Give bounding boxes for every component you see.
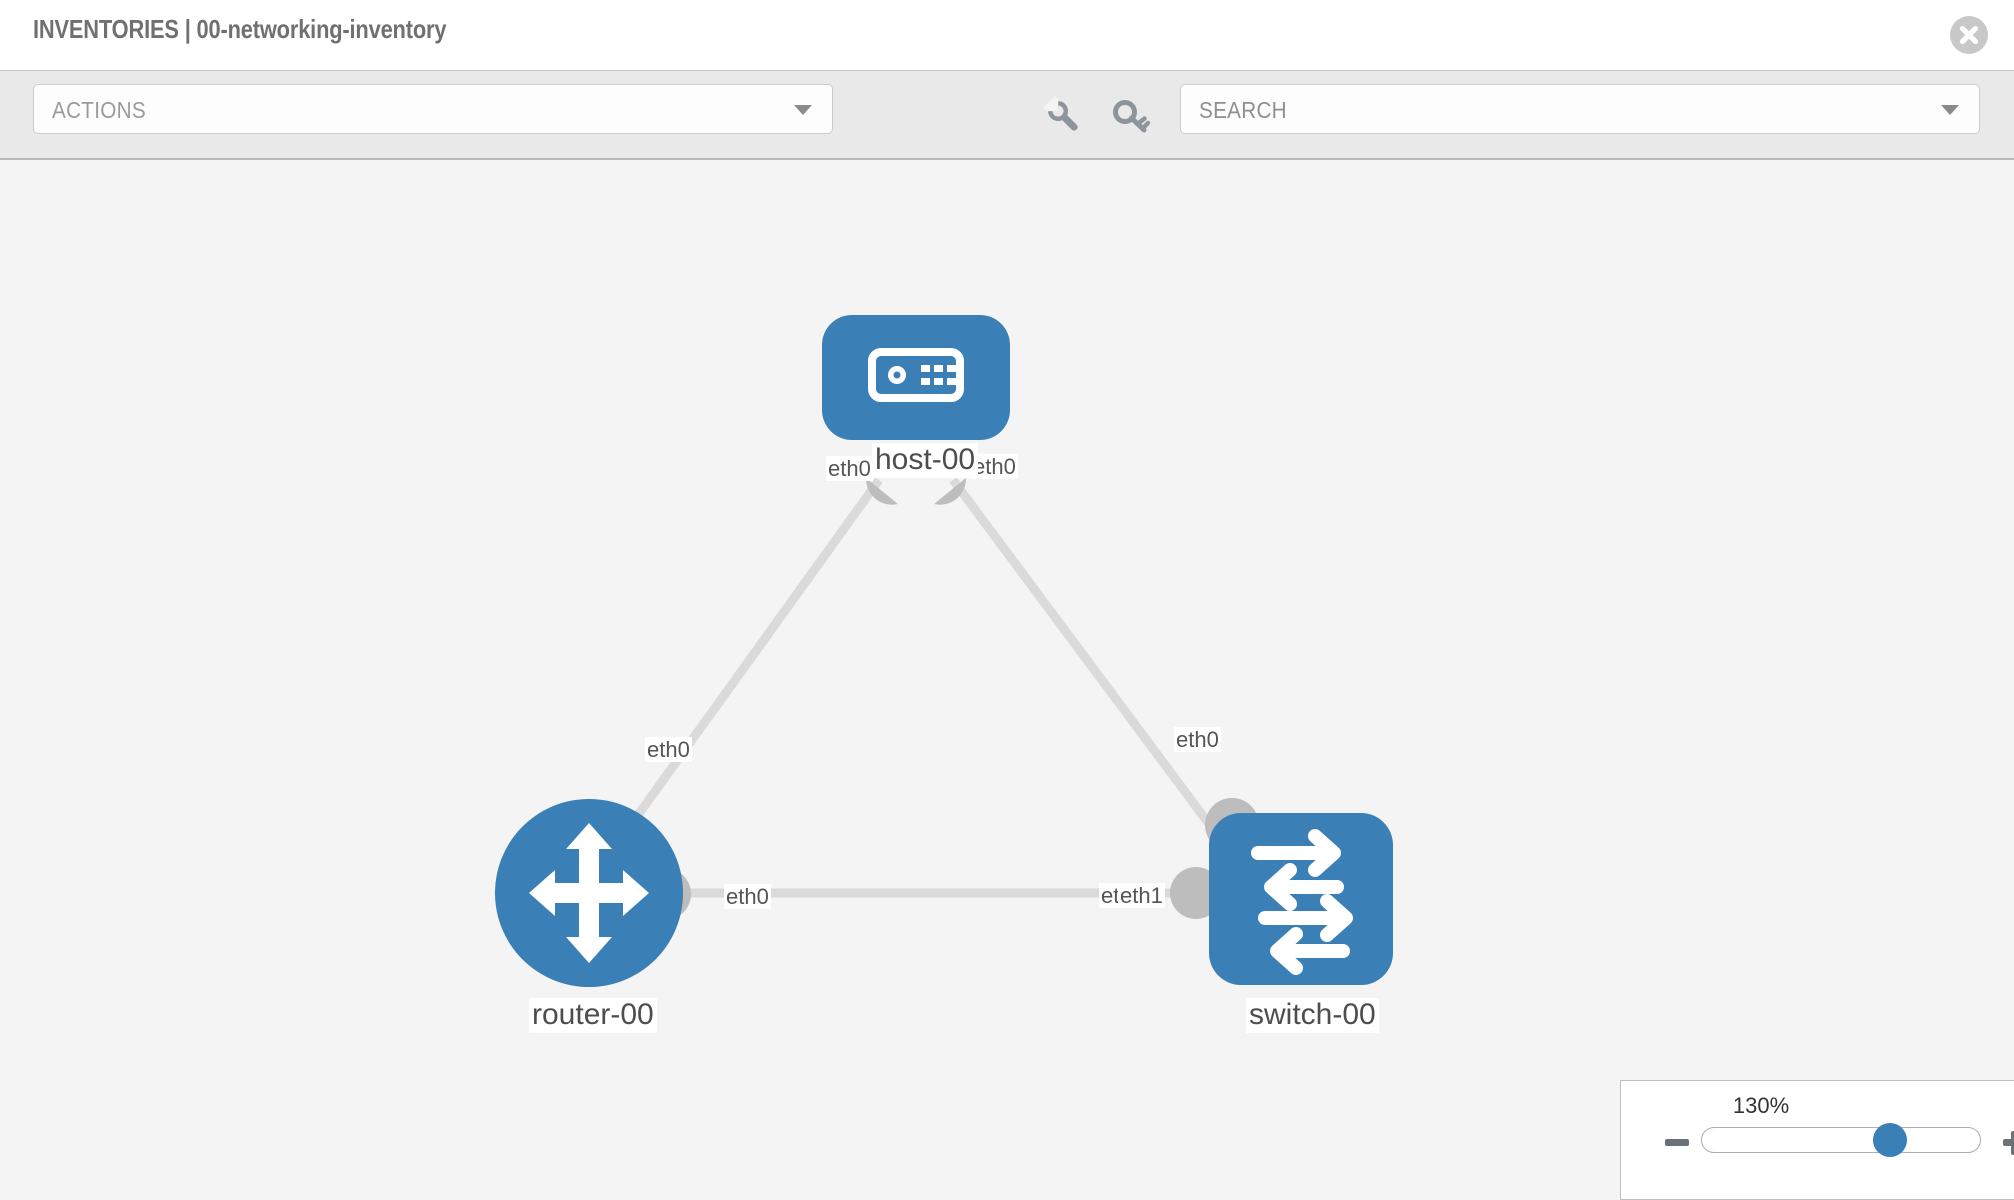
server-appliance-icon xyxy=(868,348,964,402)
edge-label-host00-eth0-left: eth0 xyxy=(826,456,873,482)
switch-arrows-icon xyxy=(1251,829,1353,975)
close-icon xyxy=(1959,25,1979,45)
wrench-button[interactable] xyxy=(1040,93,1086,139)
edge-label-switch00-eth0-uplink: eth0 xyxy=(1174,727,1221,753)
zoom-level-value: 130% xyxy=(1732,1093,1790,1118)
key-icon xyxy=(1113,100,1151,133)
topology-canvas[interactable]: eth0 eth0 eth0 eth0 eth0 eth0 eth1 host-… xyxy=(0,160,2014,1200)
edge-label-host00-eth0-right: eth0 xyxy=(971,454,1018,480)
actions-dropdown[interactable]: ACTIONS xyxy=(33,84,833,134)
topology-ports xyxy=(665,478,1259,920)
zoom-in-button[interactable] xyxy=(2001,1129,2014,1162)
topology-graph xyxy=(495,315,1393,987)
close-button[interactable] xyxy=(1950,16,1988,54)
node-label-router-00: router-00 xyxy=(529,998,657,1033)
edge-label-switch00-eth1: eth1 xyxy=(1118,883,1165,909)
chevron-down-icon xyxy=(794,105,812,115)
topology-links xyxy=(616,477,1219,898)
toolbar: ACTIONS SEARCH xyxy=(0,70,2014,160)
edge-label-router00-eth0: eth0 xyxy=(724,884,771,910)
port-nub-host00-eth0-left[interactable] xyxy=(865,478,898,505)
search-input[interactable]: SEARCH xyxy=(1180,84,1980,134)
node-router-00[interactable] xyxy=(495,799,683,987)
plus-icon xyxy=(2003,1131,2014,1155)
node-host-00[interactable] xyxy=(822,315,1010,440)
minus-icon xyxy=(1665,1139,1689,1146)
zoom-slider-thumb[interactable] xyxy=(1873,1123,1907,1157)
node-label-host-00: host-00 xyxy=(872,443,979,478)
actions-dropdown-label: ACTIONS xyxy=(52,97,146,123)
search-placeholder: SEARCH xyxy=(1199,97,1287,123)
zoom-out-button[interactable] xyxy=(1663,1129,1691,1162)
link-host00-switch00[interactable] xyxy=(949,477,1219,835)
zoom-slider[interactable] xyxy=(1701,1127,1981,1153)
link-host00-router00[interactable] xyxy=(616,477,883,843)
node-host-00-shape[interactable] xyxy=(822,315,1010,440)
chevron-down-icon xyxy=(1941,105,1959,115)
zoom-control-panel: 130% xyxy=(1620,1080,2014,1200)
node-switch-00[interactable] xyxy=(1209,813,1393,985)
port-nub-host00-eth0-right[interactable] xyxy=(934,478,967,505)
edge-label-router00-eth0-uplink: eth0 xyxy=(645,737,692,763)
page-title: INVENTORIES | 00-networking-inventory xyxy=(33,14,447,44)
node-switch-00-shape[interactable] xyxy=(1209,813,1393,985)
title-bar: INVENTORIES | 00-networking-inventory xyxy=(0,0,2014,70)
node-label-switch-00: switch-00 xyxy=(1246,998,1379,1033)
key-button[interactable] xyxy=(1108,93,1154,139)
wrench-icon xyxy=(1042,95,1078,131)
router-arrows-icon xyxy=(529,823,649,963)
